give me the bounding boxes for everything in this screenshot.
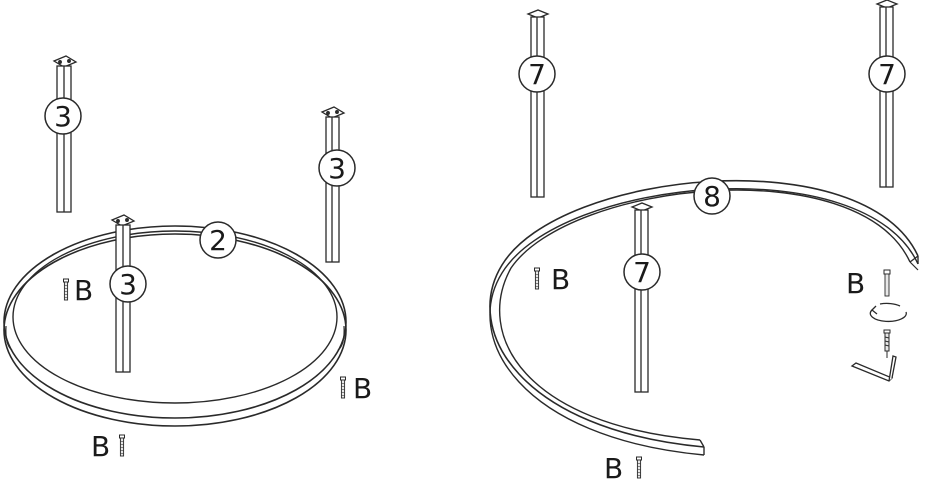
screw-label-b: B xyxy=(846,267,865,300)
svg-text:7: 7 xyxy=(528,58,546,91)
callout-leg-7-b: 7 xyxy=(868,55,906,93)
screw-label-b: B xyxy=(74,274,93,307)
screw-label-b: B xyxy=(91,430,110,463)
rotate-arrow-icon xyxy=(869,302,907,323)
svg-text:3: 3 xyxy=(54,100,72,133)
callout-leg-7-c: 7 xyxy=(623,253,661,291)
callout-leg-3-c: 3 xyxy=(109,265,147,303)
svg-text:8: 8 xyxy=(703,180,721,213)
callout-leg-3-a: 3 xyxy=(44,97,82,135)
leg-part-7-a xyxy=(526,9,550,198)
svg-text:3: 3 xyxy=(328,152,346,185)
allen-key-icon xyxy=(850,355,897,382)
screw-icon xyxy=(340,376,346,399)
svg-text:7: 7 xyxy=(878,58,896,91)
svg-text:3: 3 xyxy=(119,268,137,301)
leg-part-7-b xyxy=(875,0,899,188)
callout-ring-2: 2 xyxy=(199,221,237,259)
screw-icon xyxy=(119,434,125,457)
ring-part-2 xyxy=(3,225,347,427)
screw-label-b: B xyxy=(353,372,372,405)
screw-icon xyxy=(534,267,540,290)
screw-icon xyxy=(636,456,642,479)
screw-label-b: B xyxy=(551,263,570,296)
callout-leg-7-a: 7 xyxy=(518,55,556,93)
leg-part-3-c xyxy=(110,214,136,373)
leg-part-7-c xyxy=(630,202,654,393)
bolt-icon xyxy=(883,329,891,358)
arc-part-8 xyxy=(489,179,919,456)
svg-text:2: 2 xyxy=(209,224,227,257)
screw-icon xyxy=(883,269,891,297)
screw-icon xyxy=(63,278,69,301)
screw-label-b: B xyxy=(604,452,623,485)
svg-text:7: 7 xyxy=(633,256,651,289)
callout-leg-3-b: 3 xyxy=(318,149,356,187)
callout-arc-8: 8 xyxy=(693,177,731,215)
